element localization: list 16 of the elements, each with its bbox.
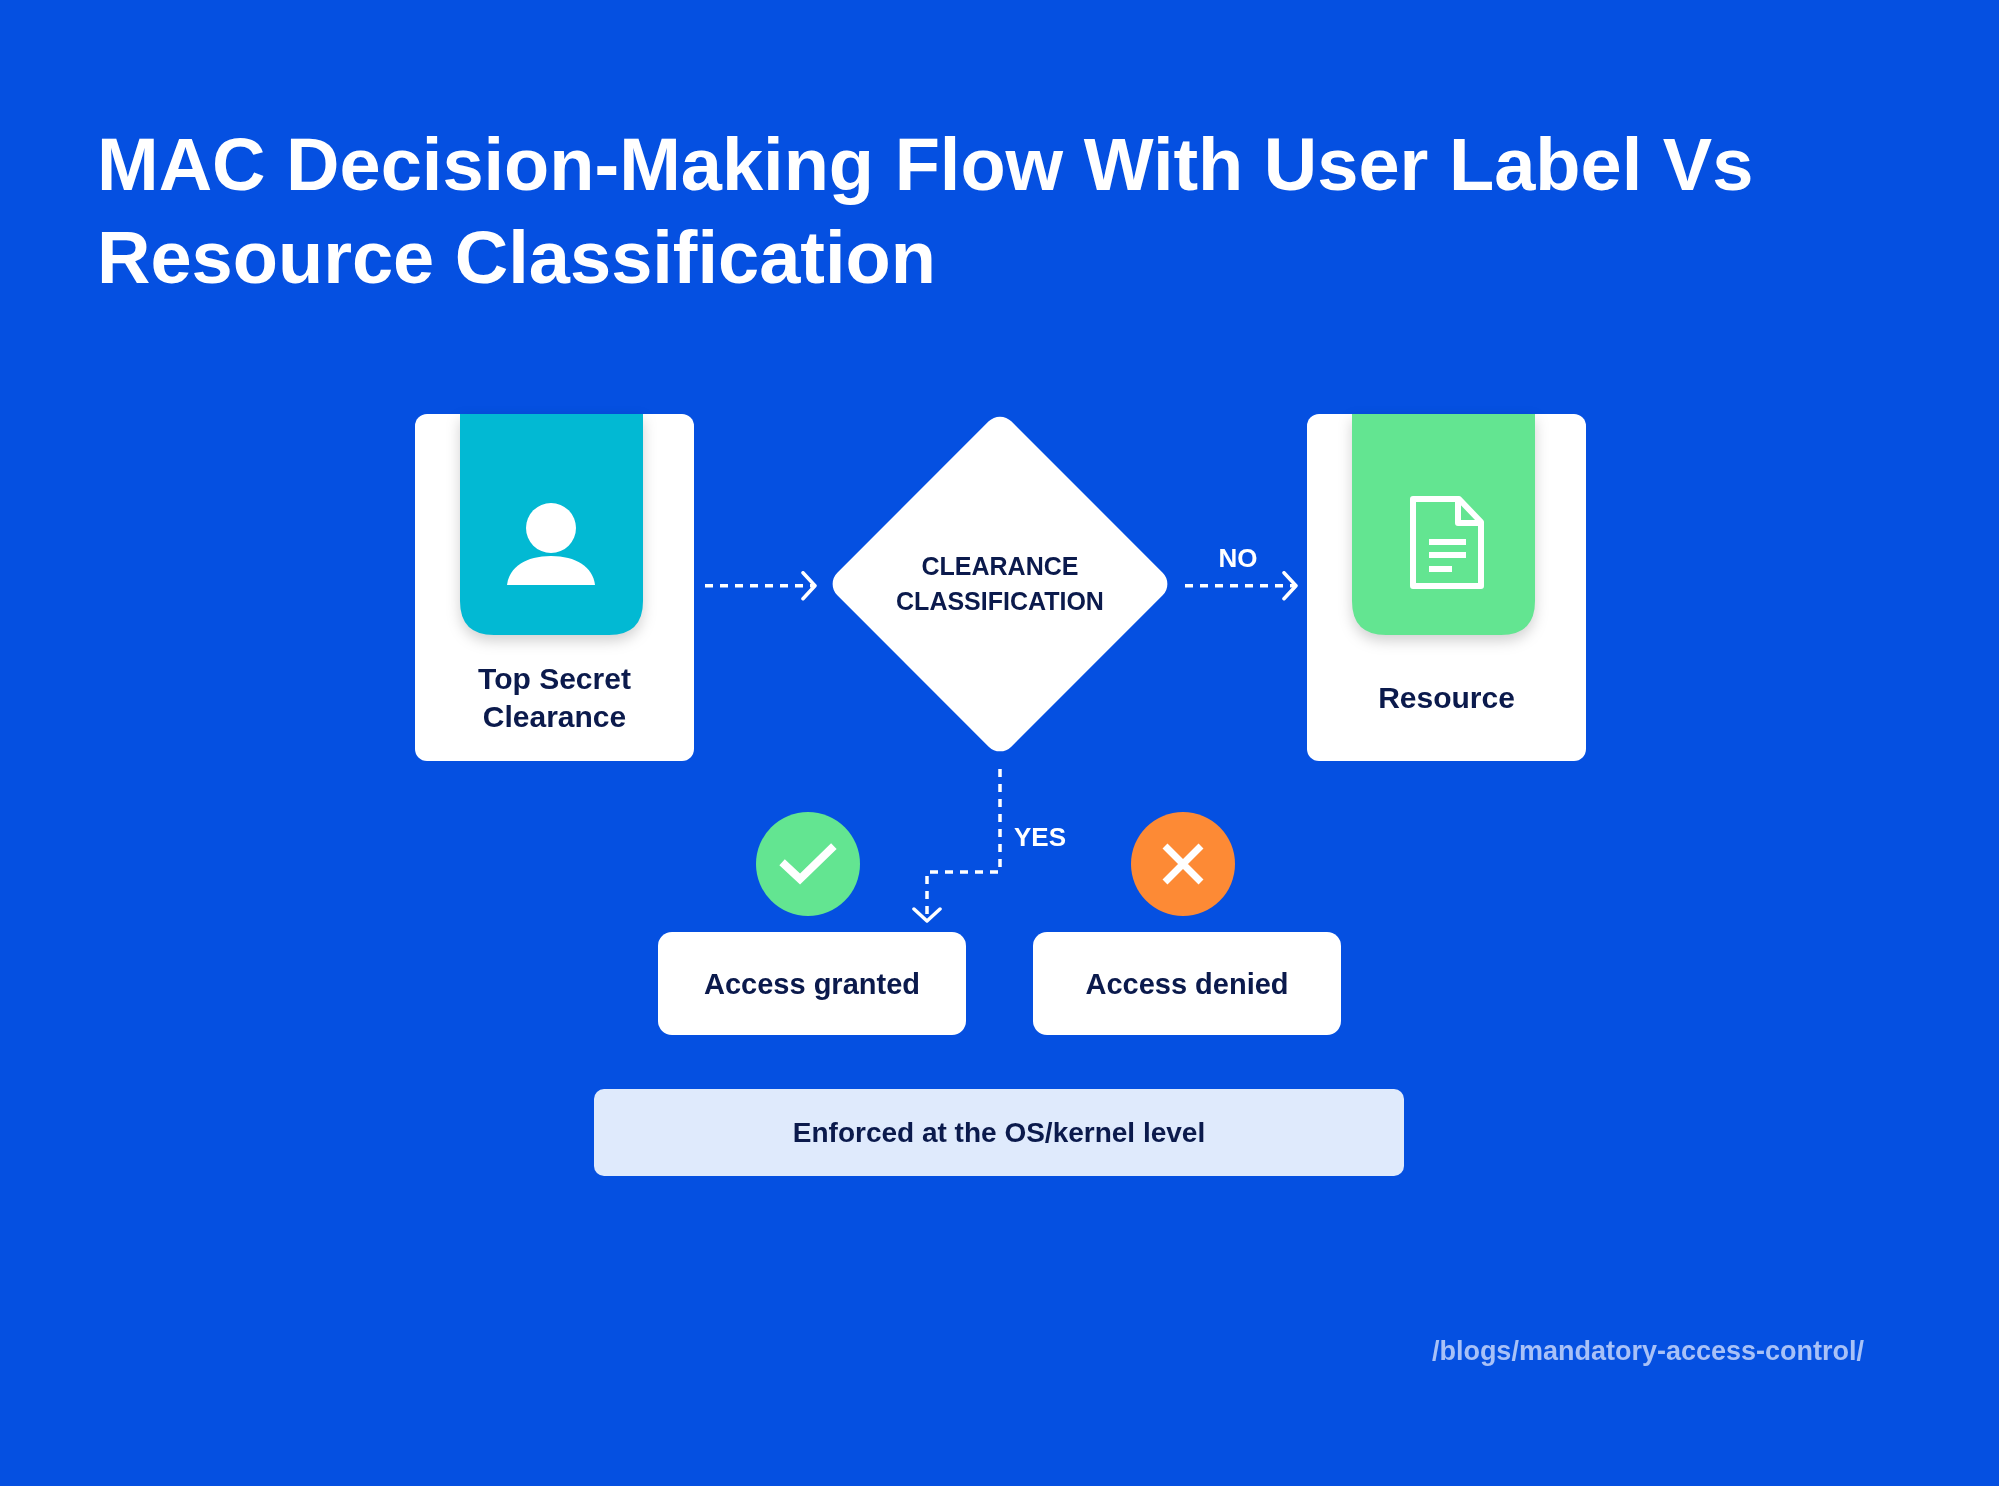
arrow	[1185, 571, 1298, 601]
arrow	[705, 571, 817, 601]
arrow	[912, 769, 1002, 923]
result-box	[658, 932, 966, 1035]
url-text: /blogs/mandatory-access-control/	[1431, 1335, 1864, 1368]
title: MAC Decision-Making Flow With User Label Vs Resource Classification	[97, 122, 1755, 301]
note-text: Enforced at the OS/kernel level	[792, 1115, 1206, 1150]
decision-label: CLEARANCE CLASSIFICATION	[895, 551, 1105, 617]
result-label: Access granted	[704, 966, 920, 1002]
result-label: Access denied	[1085, 966, 1289, 1002]
note-bar	[594, 1089, 1404, 1176]
process-card	[415, 414, 694, 761]
card-label: Top Secret Clearance	[477, 661, 632, 735]
result-box	[1033, 932, 1341, 1035]
card-label: Resource	[1378, 680, 1515, 716]
process-card	[1307, 414, 1586, 761]
